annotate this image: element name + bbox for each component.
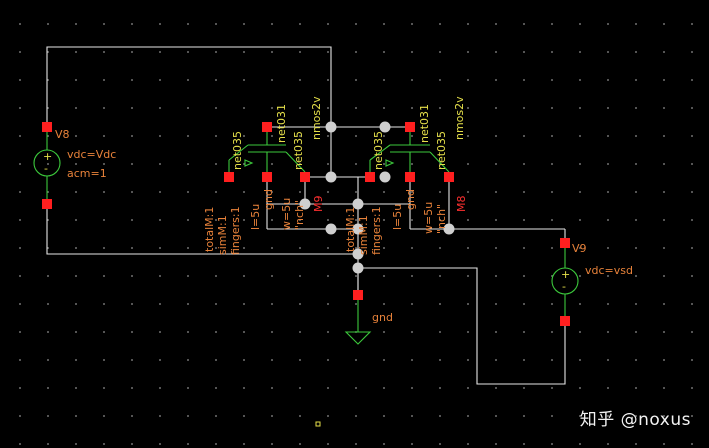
- m8-labels: net035 net031 net035 nmos2v totalM:1 sim…: [344, 96, 468, 255]
- v9-name: V9: [572, 242, 587, 255]
- pin-v9-plus[interactable]: [560, 238, 570, 248]
- m8-arrow: [385, 159, 395, 167]
- node-right-source[interactable]: [443, 223, 455, 235]
- m9-body: gnd: [262, 189, 275, 210]
- node-gate-left[interactable]: [325, 171, 337, 183]
- pin-gnd[interactable]: [353, 290, 363, 300]
- wire-v9-bottom[interactable]: [358, 267, 566, 385]
- m8-gate-net: net035: [372, 131, 385, 170]
- source-v8[interactable]: + - V8 vdc=Vdc acm=1: [33, 122, 116, 209]
- pin-m9-source[interactable]: [300, 172, 310, 182]
- m8-drain-net: net031: [418, 104, 431, 143]
- m9-gate-join: [228, 144, 249, 161]
- origin-marker: [315, 421, 321, 427]
- m8-width: w=5u: [422, 202, 435, 234]
- m9-gate-net: net035: [231, 131, 244, 170]
- m8-sim-m: simM:1: [357, 215, 370, 255]
- node-center-b1[interactable]: [352, 223, 364, 235]
- nmos-m9[interactable]: [224, 122, 310, 182]
- pin-v8-minus[interactable]: [42, 199, 52, 209]
- node-center-mid[interactable]: [352, 198, 364, 210]
- m9-arrow: [244, 159, 254, 167]
- pin-m8-body[interactable]: [405, 172, 415, 182]
- node-top-right[interactable]: [379, 121, 391, 133]
- m9-model-name: nmos2v: [310, 96, 323, 140]
- m9-total-m: totalM:1: [203, 207, 216, 252]
- v9-minus-sign: -: [562, 280, 566, 293]
- pin-v9-minus[interactable]: [560, 316, 570, 326]
- pin-m9-gate[interactable]: [224, 172, 234, 182]
- m9-sim-m: simM:1: [216, 215, 229, 255]
- v8-name: V8: [55, 128, 70, 141]
- m8-length: l=5u: [391, 204, 404, 230]
- m9-source-lead: [285, 151, 306, 173]
- m8-source-lead: [429, 151, 450, 173]
- junction-nodes: [299, 121, 455, 274]
- m8-source-net: net035: [435, 131, 448, 170]
- m9-model-quoted: "nch": [293, 200, 306, 230]
- m9-fingers: fingers:1: [229, 206, 242, 255]
- pin-m8-drain[interactable]: [405, 122, 415, 132]
- gnd-triangle: [344, 331, 372, 345]
- m9-instance-name: M9: [312, 196, 325, 213]
- node-center-b2[interactable]: [352, 248, 364, 260]
- pin-v8-plus[interactable]: [42, 122, 52, 132]
- m9-length: l=5u: [249, 204, 262, 230]
- m8-model-name: nmos2v: [453, 96, 466, 140]
- wire-v8-top[interactable]: [46, 46, 332, 127]
- pin-m9-drain[interactable]: [262, 122, 272, 132]
- v9-plus-sign: +: [561, 268, 570, 281]
- m8-body: gnd: [404, 189, 417, 210]
- m9-width: w=5u: [280, 198, 293, 230]
- m9-drain-net: net031: [275, 104, 288, 143]
- v9-vdc-param: vdc=vsd: [585, 264, 633, 277]
- m8-total-m: totalM:1: [344, 207, 357, 252]
- watermark-text: 知乎 @noxus: [579, 410, 691, 430]
- pin-m9-body[interactable]: [262, 172, 272, 182]
- nmos-m8[interactable]: [365, 122, 454, 182]
- source-v9[interactable]: + - V9 vdc=vsd: [551, 238, 633, 326]
- gnd-label: gnd: [372, 311, 393, 324]
- m9-labels: net035 net031 net035 nmos2v totalM:1 sim…: [203, 96, 325, 255]
- m8-model-quoted: "nch": [435, 204, 448, 234]
- wires: [46, 46, 566, 385]
- v8-plus-sign: +: [43, 150, 52, 163]
- m8-fingers: fingers:1: [370, 206, 383, 255]
- wire-v8-bottom[interactable]: [46, 204, 358, 255]
- v8-minus-sign: -: [44, 162, 48, 175]
- node-center-low[interactable]: [325, 223, 337, 235]
- v8-vdc-param: vdc=Vdc: [67, 148, 116, 161]
- m8-instance-name: M8: [455, 196, 468, 213]
- node-gate-right[interactable]: [379, 171, 391, 183]
- m9-source-net: net035: [292, 131, 305, 170]
- v8-acm-param: acm=1: [67, 167, 107, 180]
- pin-m8-source[interactable]: [444, 172, 454, 182]
- node-top-center[interactable]: [325, 121, 337, 133]
- pin-m8-gate[interactable]: [365, 172, 375, 182]
- ground-symbol[interactable]: gnd: [344, 290, 393, 345]
- node-center-b3[interactable]: [352, 262, 364, 274]
- node-left-body[interactable]: [299, 198, 311, 210]
- m8-gate-join: [369, 144, 391, 161]
